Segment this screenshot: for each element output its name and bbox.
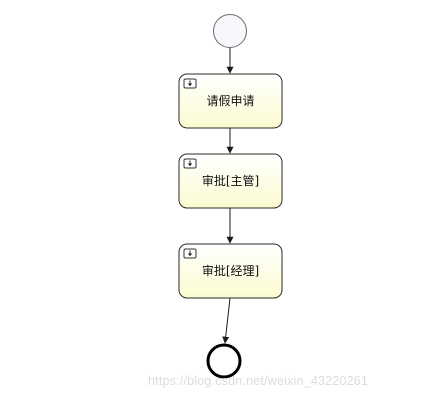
task-label: 审批[经理] xyxy=(202,263,259,278)
task-box xyxy=(178,153,283,209)
user-task-icon xyxy=(183,78,197,89)
task-leave-request[interactable]: 请假申请 xyxy=(178,73,283,129)
task-box xyxy=(178,243,283,299)
task-label: 请假申请 xyxy=(206,94,254,108)
start-event[interactable] xyxy=(213,14,247,48)
task-box xyxy=(178,73,283,129)
end-event[interactable] xyxy=(206,343,242,379)
user-task-icon xyxy=(183,158,197,169)
task-approval-supervisor[interactable]: 审批[主管] xyxy=(178,153,283,209)
watermark-url: https://blog.csdn.net/weixin_43220261 xyxy=(148,374,369,388)
flow-task3-to-end[interactable] xyxy=(222,297,231,344)
user-task-icon xyxy=(183,248,197,259)
task-label: 审批[主管] xyxy=(202,173,259,188)
sequence-flows xyxy=(222,48,234,344)
task-approval-manager[interactable]: 审批[经理] xyxy=(178,243,283,299)
